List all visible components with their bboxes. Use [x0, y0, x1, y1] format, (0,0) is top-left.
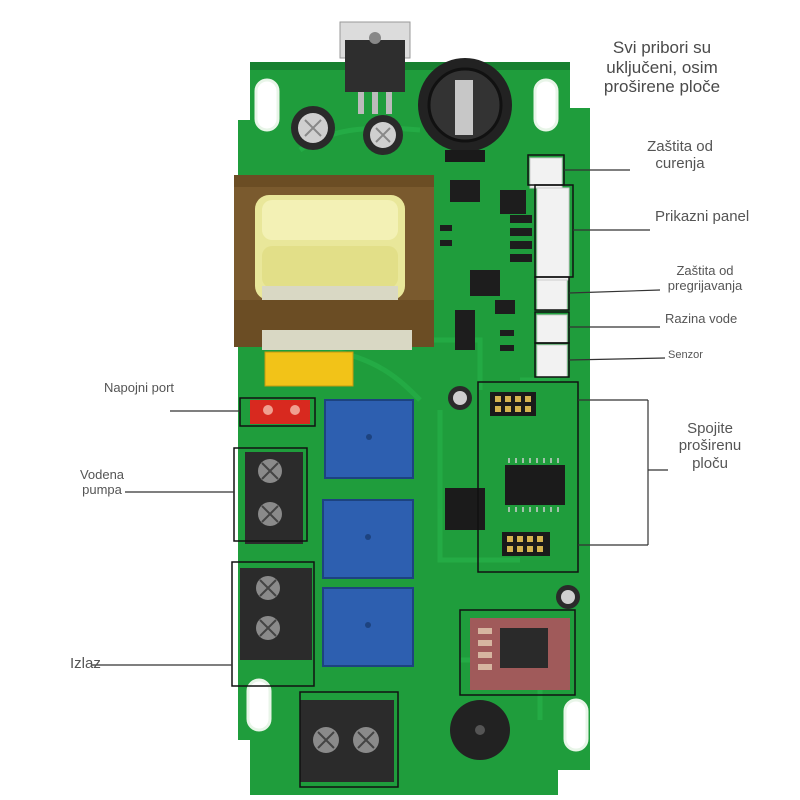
display-panel-label: Prikazni panel	[655, 208, 750, 225]
buzzer	[450, 700, 510, 760]
leak-protection-connector	[529, 157, 563, 189]
leak-protection-label: Zaštita od curenja	[647, 138, 713, 173]
transformer	[234, 175, 434, 350]
water-level-connector	[536, 314, 568, 344]
battery-holder	[418, 58, 512, 162]
sensor-connector	[536, 344, 568, 378]
capacitor	[448, 386, 472, 410]
smd-components	[440, 180, 532, 351]
wifi-module	[470, 618, 570, 690]
water-level-label: Razina vode	[665, 311, 738, 326]
output-terminal-bottom	[300, 700, 394, 782]
main-ic	[505, 458, 565, 512]
pcb-edge-shade	[250, 62, 570, 70]
output-terminal	[240, 568, 312, 660]
leader-lines	[92, 169, 668, 666]
mounting-slot	[254, 78, 280, 132]
mounting-slot	[563, 698, 589, 752]
water-pump-terminal	[245, 452, 303, 544]
driver-ic	[445, 488, 485, 530]
note-label: Svi pribori su uključeni, osim proširene…	[603, 38, 721, 97]
expansion-header-top	[490, 392, 536, 416]
water-pump-label: Vodena pumpa	[79, 467, 125, 497]
expansion-board-label: Spojite proširenu ploču	[678, 420, 742, 472]
capacitor	[556, 585, 580, 609]
power-port-label: Napojni port	[103, 380, 175, 395]
callout-boxes	[231, 154, 579, 788]
mounting-slot	[246, 678, 272, 732]
overheat-protection-label: Zaštita od pregrijavanja	[667, 263, 743, 293]
sensor-label: Senzor	[668, 349, 703, 361]
expansion-header-bottom	[502, 532, 550, 556]
voltage-regulator	[339, 21, 411, 114]
capacitor	[363, 115, 403, 155]
mounting-slot	[533, 78, 559, 132]
relay	[322, 499, 414, 579]
relay	[322, 587, 414, 667]
output-label: Izlaz	[70, 655, 101, 672]
display-panel-connector	[536, 187, 570, 281]
capacitor	[291, 106, 335, 150]
power-port	[250, 400, 310, 424]
overheat-connector	[536, 279, 568, 311]
relay	[324, 399, 414, 479]
x-capacitor	[264, 351, 354, 387]
